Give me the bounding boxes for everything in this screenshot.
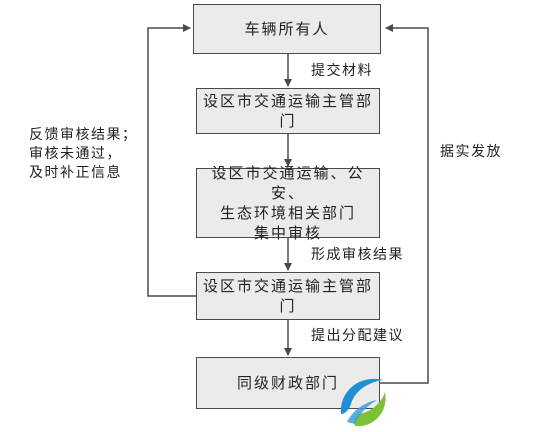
edge-label-verified-payment: 据实发放 [440,144,502,160]
transport-dept-box-2: 设区市交通运输主管部门 [196,272,380,320]
feedback-note: 反馈审核结果； 审核未通过， 及时补正信息 [29,126,138,183]
transport-dept-box-1: 设区市交通运输主管部门 [196,88,380,134]
transport-dept-label-1: 设区市交通运输主管部门 [202,92,373,130]
feedback-line-3: 及时补正信息 [29,165,122,181]
arrow-feedback-loop [147,24,196,297]
leaf-swirl-logo-icon [340,378,386,427]
joint-review-box: 设区市交通运输、公安、 生态环境相关部门 集中审核 [196,164,380,242]
edge-label-propose-allocation: 提出分配建议 [311,328,404,344]
feedback-line-2: 审核未通过， [29,146,122,162]
joint-review-line-3: 集中审核 [253,224,322,242]
arrow-payment-loop [380,24,429,384]
finance-dept-label: 同级财政部门 [236,374,339,392]
transport-dept-label-2: 设区市交通运输主管部门 [202,277,373,315]
feedback-line-1: 反馈审核结果； [29,127,138,143]
owner-box: 车辆所有人 [193,4,381,54]
owner-label: 车辆所有人 [244,20,330,38]
edge-label-submit-materials: 提交材料 [311,63,373,79]
joint-review-line-1: 设区市交通运输、公安、 [211,164,365,202]
edge-label-form-results: 形成审核结果 [311,247,404,263]
joint-review-line-2: 生态环境相关部门 [219,204,356,222]
